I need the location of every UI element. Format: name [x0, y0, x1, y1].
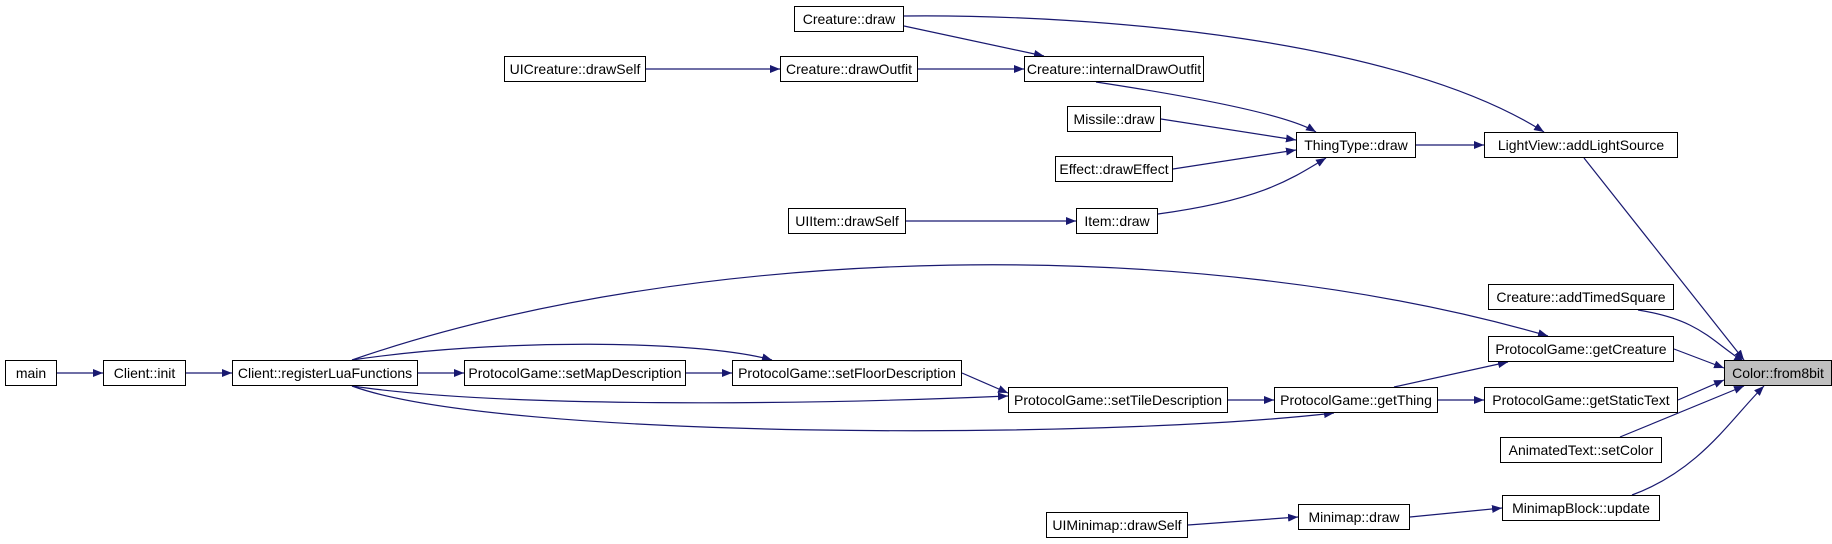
node-item-draw[interactable]: Item::draw [1076, 208, 1158, 234]
node-client-init[interactable]: Client::init [103, 360, 186, 386]
node-lightview-addlightsource[interactable]: LightView::addLightSource [1484, 132, 1678, 158]
edge-missile-draw-to-thingtype-draw [1160, 118, 1297, 143]
edge-client-registerluafunctions-to-protocolgame-getthing [351, 385, 1335, 432]
node-minimapblock-update[interactable]: MinimapBlock::update [1502, 495, 1660, 521]
edge-client-registerluafunctions-to-protocolgame-setfloordescription [351, 343, 773, 362]
node-protocolgame-settiledescription[interactable]: ProtocolGame::setTileDescription [1008, 387, 1228, 413]
node-minimap-draw[interactable]: Minimap::draw [1298, 504, 1410, 530]
node-protocolgame-getstatictext[interactable]: ProtocolGame::getStaticText [1484, 387, 1678, 413]
node-creature-draw[interactable]: Creature::draw [794, 6, 904, 32]
node-creature-internaldrawoutfit[interactable]: Creature::internalDrawOutfit [1024, 56, 1204, 82]
edge-client-registerluafunctions-to-protocolgame-settiledescription [351, 385, 1009, 404]
edge-minimap-draw-to-minimapblock-update [1409, 504, 1503, 518]
node-animatedtext-setcolor[interactable]: AnimatedText::setColor [1500, 437, 1662, 463]
edge-protocolgame-setfloordescription-to-protocolgame-settiledescription [961, 372, 1009, 394]
node-effect-draweffect[interactable]: Effect::drawEffect [1055, 156, 1173, 182]
node-main[interactable]: main [5, 360, 57, 386]
edge-protocolgame-getthing-to-protocolgame-getcreature [1393, 360, 1509, 388]
node-missile-draw[interactable]: Missile::draw [1067, 106, 1161, 132]
edge-client-registerluafunctions-to-protocolgame-getcreature [351, 264, 1549, 361]
node-creature-drawoutfit[interactable]: Creature::drawOutfit [780, 56, 918, 82]
edge-effect-draweffect-to-thingtype-draw [1172, 147, 1297, 170]
node-protocolgame-getthing[interactable]: ProtocolGame::getThing [1274, 387, 1438, 413]
node-uicreature-drawself[interactable]: UICreature::drawSelf [504, 56, 646, 82]
edge-creature-internaldrawoutfit-to-thingtype-draw [1095, 81, 1317, 133]
edge-lightview-addlightsource-to-color-from8bit [1583, 157, 1745, 361]
node-protocolgame-getcreature[interactable]: ProtocolGame::getCreature [1488, 336, 1674, 362]
edge-creature-addtimedsquare-to-color-from8bit [1637, 309, 1745, 363]
edge-creature-draw-to-creature-internaldrawoutfit [903, 25, 1045, 58]
edge-minimapblock-update-to-color-from8bit [1631, 385, 1765, 496]
edge-animatedtext-setcolor-to-color-from8bit [1619, 385, 1745, 438]
edge-protocolgame-getstatictext-to-color-from8bit [1677, 379, 1725, 401]
node-thingtype-draw[interactable]: ThingType::draw [1296, 132, 1416, 158]
node-protocolgame-setmapdescription[interactable]: ProtocolGame::setMapDescription [464, 360, 686, 386]
edge-creature-draw-to-lightview-addlightsource [903, 15, 1545, 133]
node-uiitem-drawself[interactable]: UIItem::drawSelf [788, 208, 906, 234]
node-client-registerluafunctions[interactable]: Client::registerLuaFunctions [232, 360, 418, 386]
edge-item-draw-to-thingtype-draw [1157, 157, 1327, 215]
node-uiminimap-drawself[interactable]: UIMinimap::drawSelf [1046, 512, 1188, 538]
node-creature-addtimedsquare[interactable]: Creature::addTimedSquare [1488, 284, 1674, 310]
edge-uiminimap-drawself-to-minimap-draw [1187, 513, 1299, 526]
node-protocolgame-setfloordescription[interactable]: ProtocolGame::setFloorDescription [732, 360, 962, 386]
node-color-from8bit[interactable]: Color::from8bit [1724, 360, 1832, 386]
edge-protocolgame-getcreature-to-color-from8bit [1673, 348, 1725, 369]
